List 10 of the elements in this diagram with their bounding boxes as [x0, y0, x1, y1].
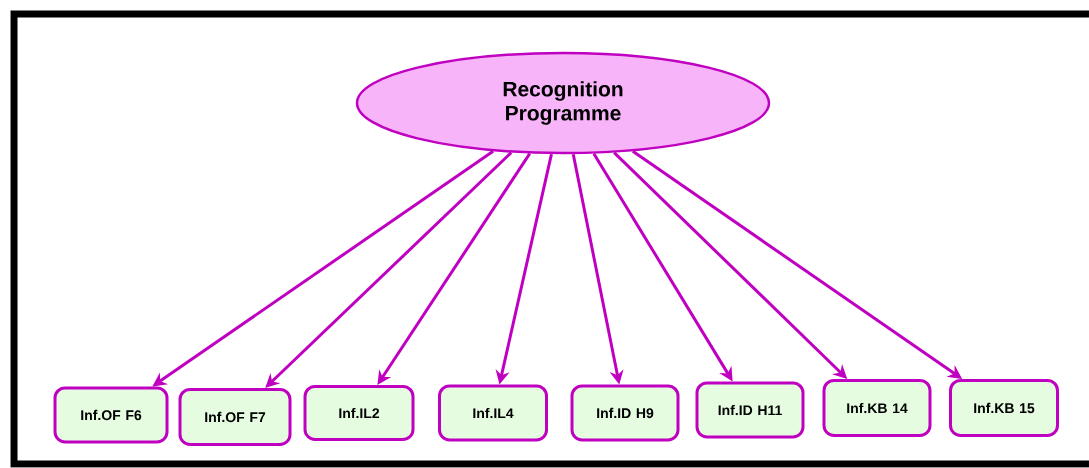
ellipse-node: Recognition Programme — [355, 51, 771, 155]
process-box: Inf.IL4 — [438, 384, 548, 442]
process-box: Inf.ID H9 — [570, 384, 680, 442]
process-box: Inf.KB 14 — [822, 379, 932, 437]
arrow — [265, 151, 513, 388]
process-box: Inf.IL2 — [303, 385, 415, 441]
process-box: Inf.ID H11 — [695, 381, 805, 439]
process-box: Inf.OF F7 — [178, 388, 292, 446]
process-box: Inf.KB 15 — [949, 379, 1059, 437]
process-box: Inf.OF F6 — [53, 386, 169, 444]
